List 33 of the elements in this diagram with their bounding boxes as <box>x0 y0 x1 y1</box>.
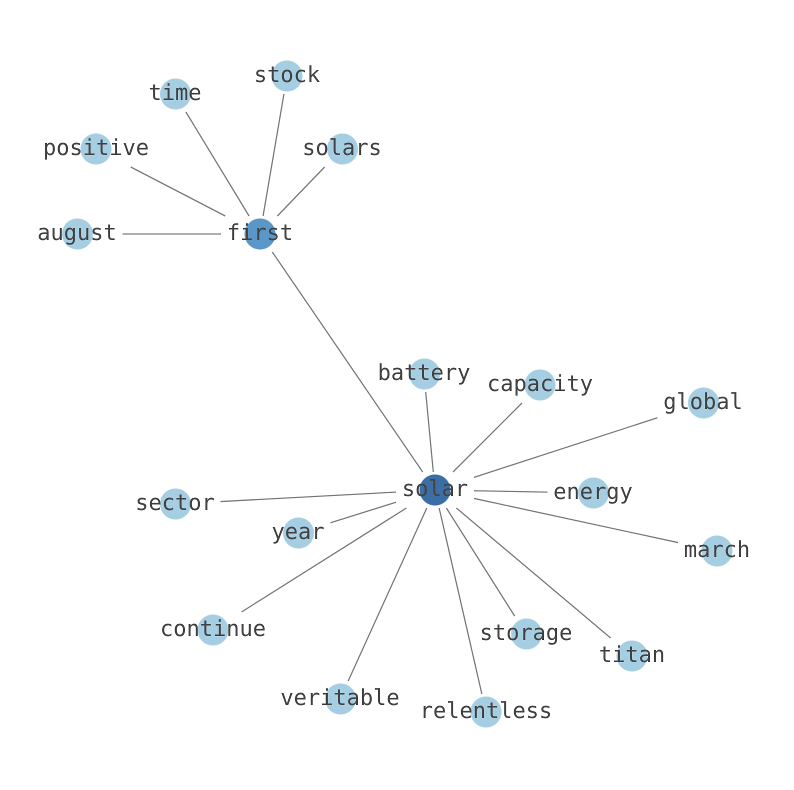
node-label: continue <box>160 619 266 641</box>
connector-line <box>474 490 548 493</box>
connector-line <box>474 417 658 478</box>
node-label: relentless <box>420 701 552 723</box>
connector-line <box>276 166 326 216</box>
node-label: global <box>663 392 743 414</box>
connector-line <box>425 392 434 472</box>
connector-line <box>474 498 678 544</box>
connector-line <box>241 507 407 613</box>
node-label: solars <box>302 138 382 160</box>
node-label: energy <box>553 482 633 504</box>
node-label: august <box>37 223 117 245</box>
connector-line <box>456 508 612 638</box>
connector-line <box>220 491 396 502</box>
connector-line <box>122 233 221 235</box>
node-label: sector <box>135 493 215 515</box>
node-label: titan <box>598 645 666 667</box>
connector-line <box>262 94 285 216</box>
connector-line <box>272 252 424 472</box>
connector-line <box>130 166 226 217</box>
connector-line <box>438 508 482 694</box>
connector-line <box>452 402 522 472</box>
node-label: storage <box>480 623 572 645</box>
node-label: veritable <box>280 688 400 710</box>
connector-line <box>185 112 250 216</box>
node-label: march <box>684 540 750 562</box>
connector-line <box>330 502 396 524</box>
node-label: positive <box>43 138 149 160</box>
node-label: stock <box>254 65 320 87</box>
node-label: capacity <box>487 374 593 396</box>
connector-line <box>446 508 516 616</box>
connector-line <box>348 508 428 682</box>
node-label: battery <box>378 363 470 385</box>
